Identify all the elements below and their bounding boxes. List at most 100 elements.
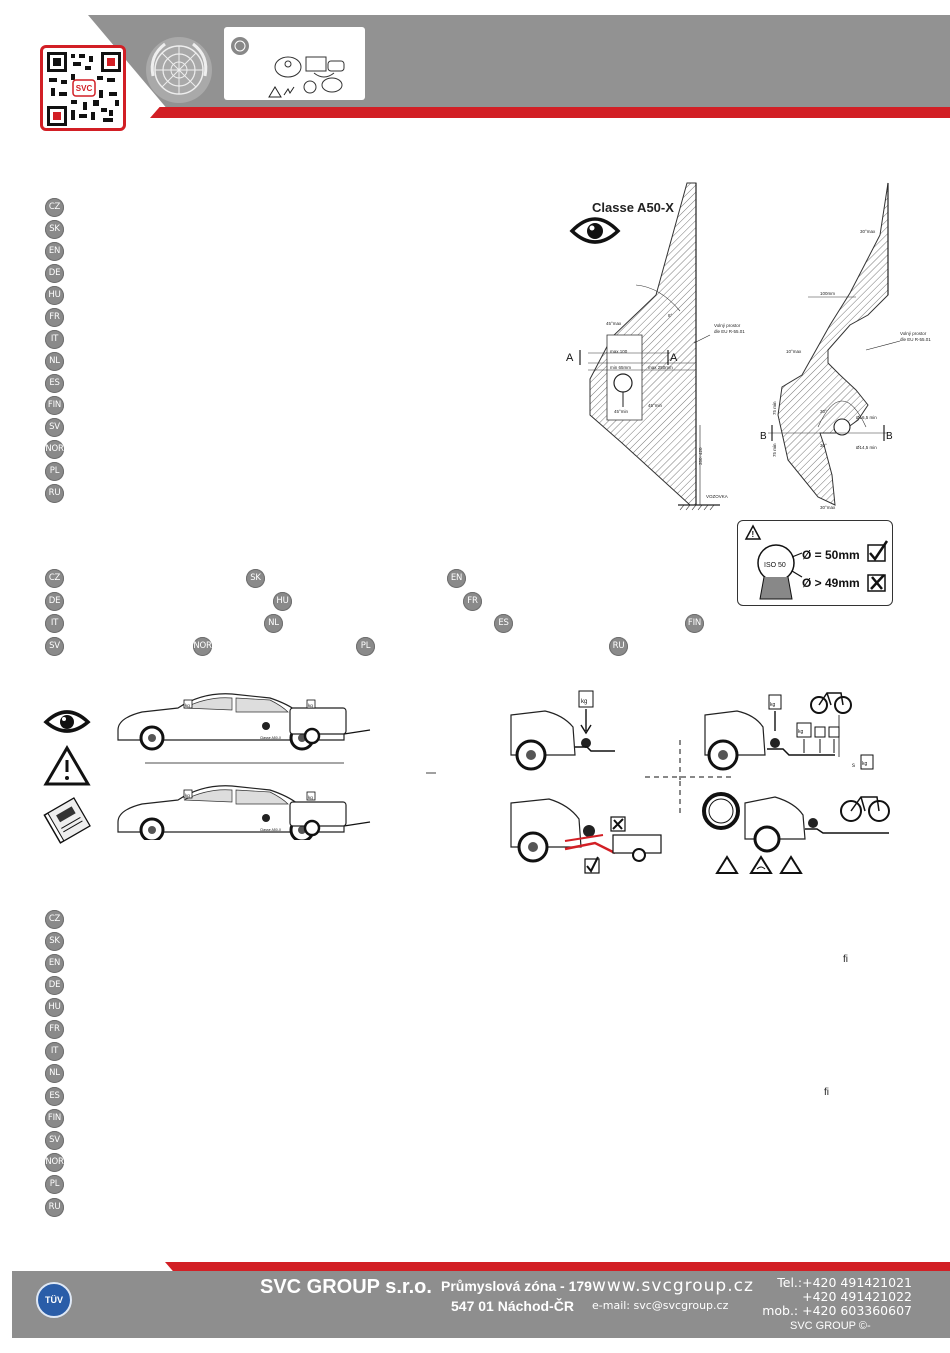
eye-icon xyxy=(43,710,91,733)
label-350-420: 350÷420 xyxy=(698,447,703,465)
lang-badge: DE xyxy=(45,592,64,611)
lang-badge: NL xyxy=(45,1064,64,1083)
iso-bad-value: Ø > 49mm xyxy=(802,576,860,590)
label-d14: Ø14,5 min xyxy=(856,445,877,450)
iso50-info-box: ! ISO 50 Ø = 50mm Ø > 49mm xyxy=(737,520,893,606)
tuv-logo: TÜV xyxy=(36,1282,72,1318)
label-45max: 45°max xyxy=(606,321,622,326)
lang-badge: PL xyxy=(45,1175,64,1194)
kg-label: kg xyxy=(581,699,587,705)
warning-icon xyxy=(43,745,91,786)
tow-ball-clearance-diagram: Classe A50-X A A 45°max max.100 min 65mm… xyxy=(566,182,931,511)
label-30max-bottom: 30°max xyxy=(820,505,836,510)
lang-badge: NOR xyxy=(45,440,64,459)
header-red-stripe xyxy=(150,107,950,118)
header-band xyxy=(88,15,950,107)
label-45min-b: 45°min xyxy=(648,403,663,408)
stray-glyph: fi xyxy=(824,1087,829,1098)
iso50-label: ISO 50 xyxy=(764,562,786,569)
section-b-right: B xyxy=(886,431,893,442)
bike-carrier-car: kg kg kg s xyxy=(704,692,874,771)
lang-badge: CZ xyxy=(45,910,64,929)
stray-glyph: fi xyxy=(843,954,848,965)
lang-badge: HU xyxy=(45,286,64,305)
footer-band xyxy=(12,1271,950,1338)
car-trailer-bottom: kg Classe A50-X kg xyxy=(117,785,371,840)
lang-badge: IT xyxy=(45,614,64,633)
lang-badge: SK xyxy=(45,932,64,951)
section-a-right: A xyxy=(670,352,678,364)
eye-icon xyxy=(569,217,621,244)
footer-email[interactable]: e-mail: svc@svcgroup.cz xyxy=(592,1299,729,1312)
footer-mobile: mob.: +420 603360607 xyxy=(762,1303,912,1318)
lang-badge: RU xyxy=(45,1198,64,1217)
lang-badge: NOR xyxy=(45,1153,64,1172)
footer-city: 547 01 Náchod-ČR xyxy=(451,1298,574,1314)
lang-badge: EN xyxy=(45,242,64,261)
lang-badge: FR xyxy=(463,592,482,611)
kg-label: kg xyxy=(308,703,313,708)
lang-badge: IT xyxy=(45,1042,64,1061)
kg-label: kg xyxy=(185,703,190,708)
label-100mm: 100mm xyxy=(820,291,835,296)
lang-badge: HU xyxy=(45,998,64,1017)
warning-road-icon xyxy=(749,855,773,874)
label-45min-a: 45°min xyxy=(614,409,629,414)
stray-s: s xyxy=(852,763,855,769)
lang-badge: FIN xyxy=(685,614,704,633)
lang-badge: EN xyxy=(45,954,64,973)
section-b-left: B xyxy=(760,431,767,442)
footer-tel2: +420 491421022 xyxy=(802,1289,912,1304)
lang-badge: NL xyxy=(264,614,283,633)
lang-badge: ES xyxy=(45,1087,64,1106)
footer-copyright: SVC GROUP ©- xyxy=(790,1320,871,1332)
label-max100: max.100 xyxy=(610,349,628,354)
lang-badge: EN xyxy=(447,569,466,588)
label-75min-b: 75 min xyxy=(772,443,777,457)
label-min65: min 65mm xyxy=(610,365,631,370)
lang-badge: ES xyxy=(45,374,64,393)
iso-ok-value: Ø = 50mm xyxy=(802,548,860,562)
kg-label: kg xyxy=(862,761,868,767)
kg-label: kg xyxy=(770,702,776,708)
footer-red-stripe xyxy=(165,1262,950,1271)
vertical-load-car: kg xyxy=(510,690,615,771)
lang-badge: NOR xyxy=(193,637,212,656)
lang-badge: SK xyxy=(45,220,64,239)
footer-company: SVC GROUP s.r.o. xyxy=(260,1276,432,1298)
label-75min-a: 75 min xyxy=(772,401,777,415)
trailer-hitch-wrong xyxy=(510,798,662,874)
footer-website[interactable]: www.svcgroup.cz xyxy=(592,1276,754,1296)
lang-badge: SK xyxy=(246,569,265,588)
warning-bump-icon xyxy=(779,855,803,874)
check-icon xyxy=(867,540,889,562)
load-illustrations: kg kg kg kg s xyxy=(510,690,890,874)
lang-badge: FR xyxy=(45,1020,64,1039)
lang-badge: NL xyxy=(45,352,64,371)
label-volny-prostor-a: Volný prostor xyxy=(714,323,741,328)
label-8deg: 8° xyxy=(668,313,673,318)
lang-badge: RU xyxy=(45,484,64,503)
un-emblem-icon xyxy=(145,36,213,104)
bike-carrier-wheel xyxy=(702,792,890,874)
approval-panel xyxy=(224,27,365,100)
lang-badge: IT xyxy=(45,330,64,349)
footer-street: Průmyslová zóna - 179 xyxy=(441,1278,592,1294)
lang-badge: PL xyxy=(45,462,64,481)
qr-logo-text: SVC xyxy=(76,84,93,93)
lang-badge: HU xyxy=(273,592,292,611)
lang-badge: CZ xyxy=(45,569,64,588)
lang-badge: SV xyxy=(45,637,64,656)
warning-icon xyxy=(744,524,762,540)
section-a-left: A xyxy=(566,352,574,364)
usage-icons xyxy=(43,710,91,844)
label-10max: 10°max xyxy=(786,349,802,354)
classe-small-top: Classe A50-X xyxy=(260,736,282,740)
lang-badge: PL xyxy=(356,637,375,656)
label-vozovka: VOZOVKA xyxy=(706,494,728,499)
classe-label: Classe A50-X xyxy=(592,200,674,215)
manual-book-icon xyxy=(43,797,91,844)
lang-badge: ES xyxy=(494,614,513,633)
label-30deg-b: 30° xyxy=(820,443,827,448)
kg-label: kg xyxy=(798,729,804,735)
